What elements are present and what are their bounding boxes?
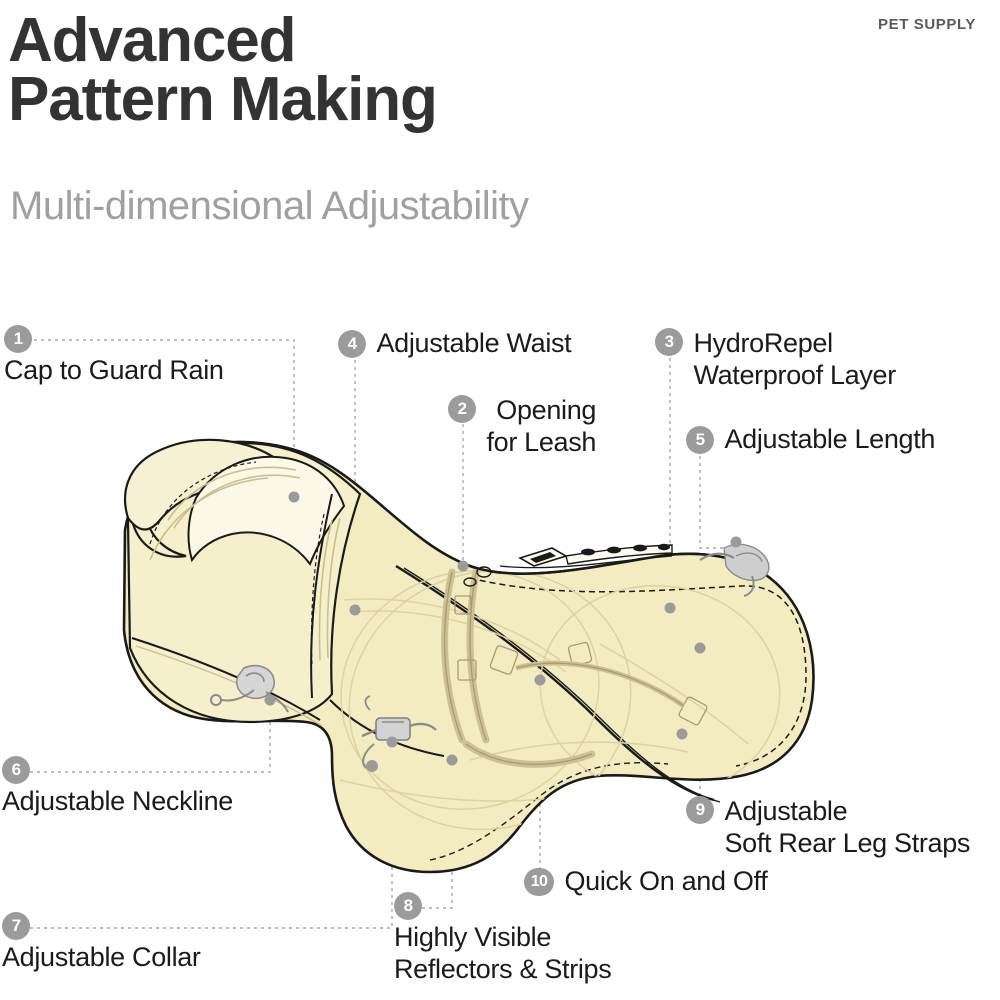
brand-label: PET SUPPLY <box>878 16 976 33</box>
callout-dots <box>264 491 706 766</box>
callout-label-6: Adjustable Neckline <box>2 786 233 816</box>
callout-badge-9: 9 <box>686 796 714 824</box>
callout-6[interactable]: 6 Adjustable Neckline <box>2 756 233 818</box>
callout-badge-8: 8 <box>394 892 422 920</box>
leader-lines <box>30 339 733 929</box>
callout-badge-3: 3 <box>655 328 683 356</box>
callout-label-5: Adjustable Length <box>724 424 936 454</box>
callout-10[interactable]: 10 Quick On and Off <box>524 866 768 898</box>
callout-label-4: Adjustable Waist <box>376 328 572 358</box>
callout-label-7: Adjustable Collar <box>2 942 201 972</box>
callout-label-1: Cap to Guard Rain <box>4 355 224 385</box>
callout-label-2: Opening for Leash <box>486 395 597 457</box>
cord-lock-toggle <box>699 536 770 597</box>
callout-8[interactable]: 8 Highly Visible Reflectors & Strips <box>394 892 612 986</box>
side-release-buckle <box>361 695 437 772</box>
callout-label-10: Quick On and Off <box>564 866 768 896</box>
callout-badge-1: 1 <box>4 325 32 353</box>
callout-label-8: Highly Visible Reflectors & Strips <box>394 922 612 984</box>
page-title: Advanced Pattern Making <box>8 6 438 134</box>
callout-2[interactable]: 2 Opening for Leash <box>448 395 596 459</box>
callout-label-3: HydroRepel Waterproof Layer <box>693 328 896 390</box>
callout-badge-5: 5 <box>686 425 714 454</box>
callout-1[interactable]: 1 Cap to Guard Rain <box>4 325 224 387</box>
callout-7[interactable]: 7 Adjustable Collar <box>2 912 201 974</box>
callout-4[interactable]: 4 Adjustable Waist <box>338 328 572 360</box>
callout-badge-2: 2 <box>448 395 476 423</box>
callout-5[interactable]: 5 Adjustable Length <box>686 424 935 456</box>
callout-badge-4: 4 <box>338 329 366 358</box>
callout-9[interactable]: 9 Adjustable Soft Rear Leg Straps <box>686 796 970 860</box>
leash-opening <box>518 543 673 567</box>
callout-label-9: Adjustable Soft Rear Leg Straps <box>724 796 971 858</box>
callout-badge-7: 7 <box>2 912 30 940</box>
page-subtitle: Multi-dimensional Adjustability <box>10 184 529 228</box>
neckline-cord-lock <box>210 664 289 713</box>
callout-badge-6: 6 <box>2 756 30 784</box>
callout-badge-10: 10 <box>524 867 554 896</box>
callout-3[interactable]: 3 HydroRepel Waterproof Layer <box>655 328 896 392</box>
